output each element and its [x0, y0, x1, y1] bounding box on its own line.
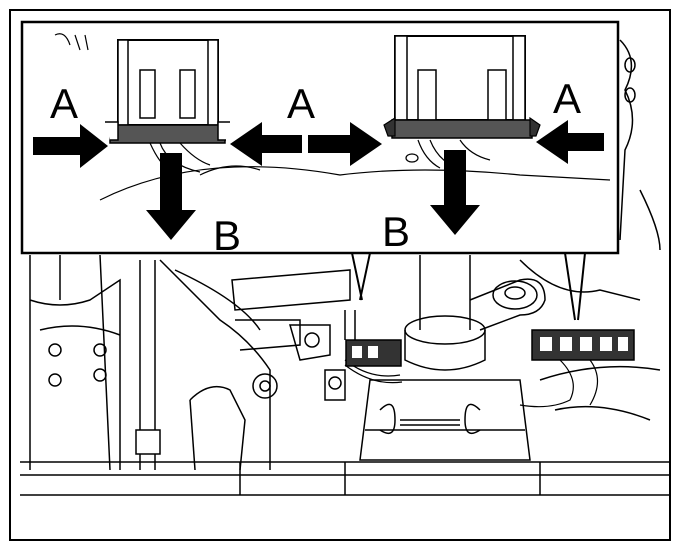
detail-callout-box: A A A B B: [20, 20, 620, 259]
engine-bay-drawing: [20, 39, 670, 496]
installed-connector-right: [531, 329, 635, 361]
arrow-left-icon: [230, 122, 302, 166]
detail-connector-left: [105, 39, 230, 173]
arrow-right-icon: [308, 122, 382, 166]
label-a-right: A: [553, 75, 581, 122]
detail-connector-right: [383, 35, 541, 171]
label-a-center: A: [287, 80, 315, 127]
label-b-left: B: [213, 212, 241, 259]
callout-leaders: [351, 252, 586, 321]
arrow-left-icon: [536, 120, 604, 164]
label-b-right: B: [382, 208, 410, 255]
arrow-down-icon: [146, 153, 196, 240]
arrow-right-icon: [33, 124, 108, 168]
installed-connector-left: [344, 310, 402, 367]
label-a-left: A: [50, 80, 78, 127]
arrow-down-icon: [430, 150, 480, 235]
